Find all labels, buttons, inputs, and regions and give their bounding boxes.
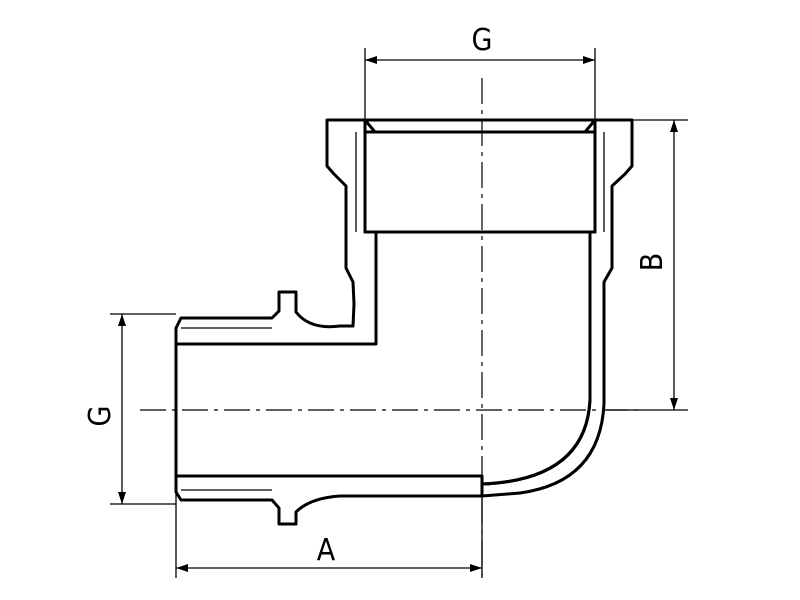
bore-outlines xyxy=(174,118,632,492)
label-b: B xyxy=(635,253,670,272)
extension-lines xyxy=(110,48,688,578)
upper-right-wall xyxy=(480,118,634,498)
top-thread-bore xyxy=(363,130,597,234)
dimension-labels: G B G A xyxy=(83,23,670,568)
bottom-wall xyxy=(174,474,484,526)
inner-bore-right xyxy=(480,232,592,486)
top-chamfer xyxy=(363,119,597,133)
upper-left-wall xyxy=(174,118,378,346)
label-a: A xyxy=(317,533,336,568)
section-walls xyxy=(174,118,634,526)
label-top-g: G xyxy=(472,23,493,58)
label-side-g: G xyxy=(83,406,118,427)
dimension-lines xyxy=(118,56,678,572)
